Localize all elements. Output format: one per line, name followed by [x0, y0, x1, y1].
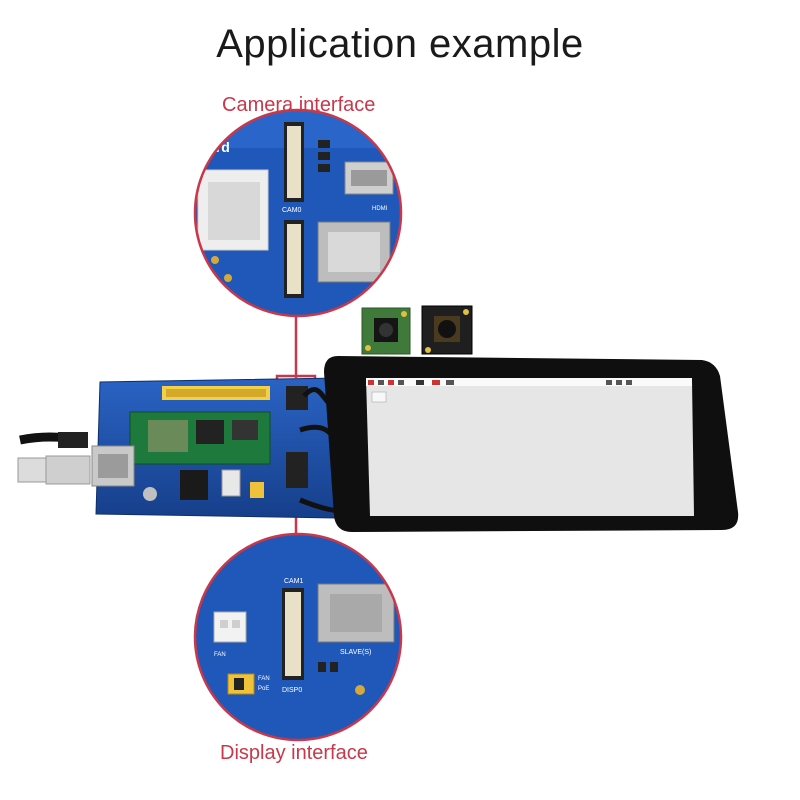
svg-text:CAM1: CAM1 — [284, 578, 304, 585]
baseboard — [91, 377, 345, 519]
svg-text:FAN: FAN — [258, 676, 270, 682]
svg-text:FAN: FAN — [214, 652, 226, 658]
camera-modules — [361, 305, 473, 355]
svg-text:PoE: PoE — [258, 686, 269, 692]
page-title: Application example — [216, 22, 584, 66]
camera-interface-label: Camera interface — [222, 94, 376, 116]
camera-module-black — [421, 305, 473, 355]
display-interface-zoom: CAM1 DISP0 FAN FAN PoE SLAVE(S) — [193, 532, 403, 742]
camera-interface-zoom: ard CAM0 HDMI — [193, 108, 403, 318]
svg-text:SLAVE(S): SLAVE(S) — [340, 649, 371, 656]
cables — [17, 432, 91, 485]
display-screen — [366, 378, 694, 516]
touch-display — [324, 356, 739, 532]
camera-module-green — [361, 307, 411, 355]
display-interface-label: Display interface — [220, 742, 368, 764]
svg-text:HDMI: HDMI — [372, 206, 388, 212]
svg-text:CAM0: CAM0 — [282, 207, 302, 214]
svg-text:DISP0: DISP0 — [282, 687, 302, 694]
